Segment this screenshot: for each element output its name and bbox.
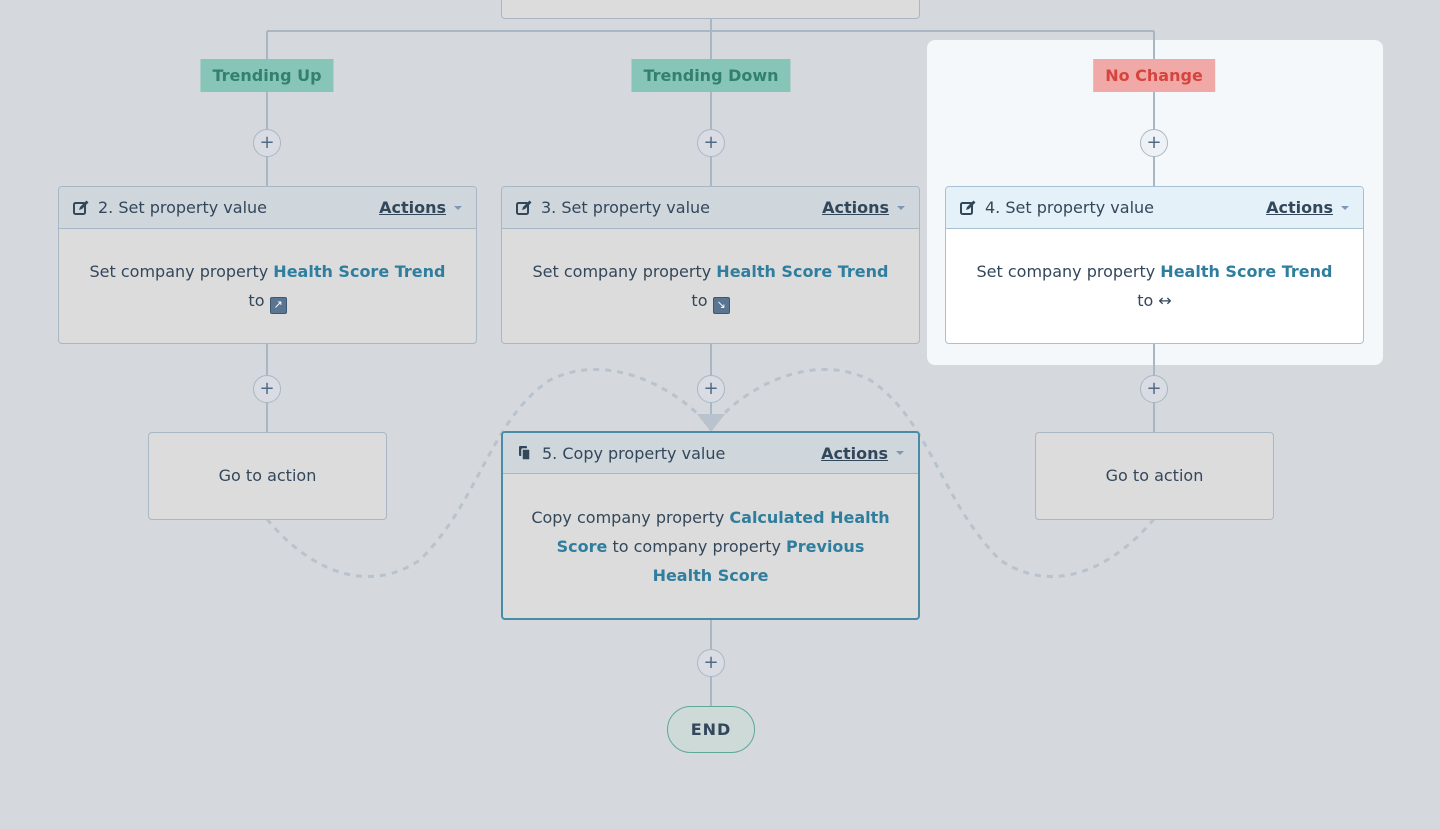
go-to-action-card-right[interactable]: Go to action [1035, 432, 1274, 520]
card-body: Set company property Health Score Trend … [946, 229, 1363, 315]
action-card-step-4[interactable]: 4. Set property value Actions Set compan… [945, 186, 1364, 344]
actions-label: Actions [379, 198, 446, 217]
arrow-up-right-icon: ↗ [269, 297, 287, 314]
action-card-step-5[interactable]: 5. Copy property value Actions Copy comp… [501, 431, 920, 620]
card-title: 5. Copy property value [542, 443, 726, 463]
branch-label-trending-down[interactable]: Trending Down [631, 59, 791, 92]
to-text: to [691, 291, 708, 310]
caret-down-icon [896, 451, 904, 455]
value-text: ↔ [1158, 291, 1172, 310]
description-text: Set company property [89, 262, 269, 281]
caret-down-icon [897, 205, 905, 210]
card-body: Set company property Health Score Trend … [59, 229, 476, 315]
card-header: 5. Copy property value Actions [503, 433, 918, 474]
branch-label-trending-up[interactable]: Trending Up [200, 59, 334, 92]
edit-icon [73, 200, 89, 216]
property-link[interactable]: Health Score Trend [716, 262, 889, 281]
middle-text: to company property [612, 537, 781, 556]
add-action-button[interactable]: + [697, 129, 725, 157]
card-title: 2. Set property value [98, 198, 267, 217]
add-action-button[interactable]: + [253, 375, 281, 403]
add-action-button[interactable]: + [253, 129, 281, 157]
property-link[interactable]: Health Score Trend [273, 262, 446, 281]
card-header: 3. Set property value Actions [502, 187, 919, 229]
copy-icon [517, 445, 533, 461]
description-text: Set company property [532, 262, 712, 281]
edit-icon [516, 200, 532, 216]
add-action-button[interactable]: + [1140, 375, 1168, 403]
workflow-end-node: END [667, 706, 755, 753]
edit-icon [960, 200, 976, 216]
actions-label: Actions [1266, 198, 1333, 217]
source-property-link[interactable]: Calculated Health Score [556, 508, 890, 556]
card-body: Copy company property Calculated Health … [503, 474, 918, 590]
to-text: to [1137, 291, 1154, 310]
add-action-button[interactable]: + [697, 375, 725, 403]
actions-dropdown[interactable]: Actions [822, 198, 905, 217]
add-action-button[interactable]: + [1140, 129, 1168, 157]
go-to-action-card-left[interactable]: Go to action [148, 432, 387, 520]
target-property-link[interactable]: Previous Health Score [652, 537, 865, 585]
previous-action-card[interactable] [501, 0, 920, 19]
card-header: 4. Set property value Actions [946, 187, 1363, 229]
add-action-button[interactable]: + [697, 649, 725, 677]
card-header: 2. Set property value Actions [59, 187, 476, 229]
arrow-down-right-icon: ↘ [712, 297, 730, 314]
property-link[interactable]: Health Score Trend [1160, 262, 1333, 281]
action-card-step-2[interactable]: 2. Set property value Actions Set compan… [58, 186, 477, 344]
card-body: Set company property Health Score Trend … [502, 229, 919, 315]
caret-down-icon [1341, 205, 1349, 210]
actions-label: Actions [822, 198, 889, 217]
description-text: Set company property [976, 262, 1156, 281]
actions-label: Actions [821, 443, 888, 463]
action-card-step-3[interactable]: 3. Set property value Actions Set compan… [501, 186, 920, 344]
actions-dropdown[interactable]: Actions [821, 444, 904, 463]
card-title: 4. Set property value [985, 198, 1154, 217]
description-text: Copy company property [531, 508, 725, 527]
card-title: 3. Set property value [541, 198, 710, 217]
to-text: to [248, 291, 265, 310]
actions-dropdown[interactable]: Actions [379, 198, 462, 217]
branch-label-no-change[interactable]: No Change [1093, 59, 1215, 92]
caret-down-icon [454, 205, 462, 210]
actions-dropdown[interactable]: Actions [1266, 198, 1349, 217]
